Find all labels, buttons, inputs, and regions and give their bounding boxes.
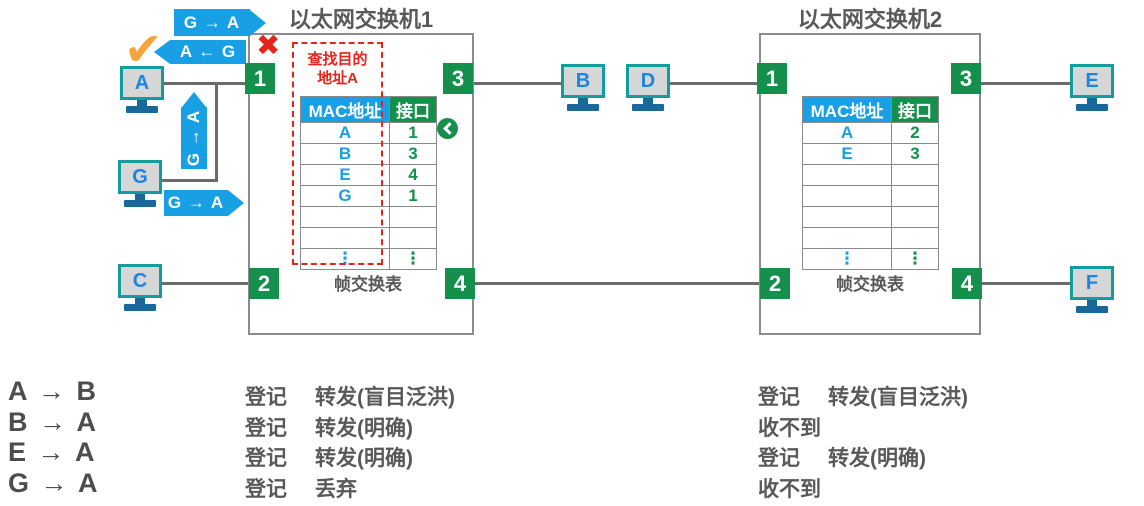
wire-host-d-to-switch2-port1: [668, 82, 760, 85]
monitor-icon: B: [561, 64, 605, 98]
scenario-flow: A → B: [8, 376, 98, 406]
switch2-port-4: 4: [952, 268, 982, 299]
scenario-switch2-result: 登记转发(盲目泛洪): [758, 386, 968, 409]
arrowhead-left-icon: [154, 40, 170, 64]
scenario-switch1-result: 登记转发(明确): [245, 417, 413, 440]
scenario-switch1-result: 登记转发(盲目泛洪): [245, 386, 455, 409]
frame-label-a-from-g: A ← G: [170, 40, 246, 64]
switch2-port-1: 1: [757, 63, 787, 94]
host-c: C: [118, 264, 162, 311]
host-b: B: [561, 64, 605, 111]
scenario-switch2-result: 收不到: [758, 478, 821, 501]
monitor-icon: D: [626, 64, 670, 98]
host-label: G: [132, 165, 148, 188]
lookup-destination-note: 查找目的 地址A: [307, 51, 368, 87]
table-header-row: MAC地址 接口: [802, 96, 939, 123]
x-icon: ✖: [256, 30, 281, 62]
table-row: [802, 164, 939, 186]
switch2-port-2: 2: [760, 268, 790, 299]
lookup-destination-box: 查找目的 地址A: [292, 42, 383, 265]
wire-host-g-vertical: [215, 82, 218, 182]
switch1-port-1: 1: [245, 63, 275, 94]
host-label: D: [640, 69, 656, 92]
frame-label-g-to-a-top: G → A: [174, 9, 250, 36]
interface-header: 接口: [891, 96, 939, 123]
frame-label-g-to-a-vertical: G → A: [181, 107, 207, 169]
mac-address-header: MAC地址: [300, 96, 390, 123]
host-a: A: [120, 66, 164, 113]
scenario-switch1-result: 登记丢弃: [245, 478, 357, 501]
host-d: D: [626, 64, 670, 111]
arrowhead-right-icon: [228, 190, 244, 216]
check-icon: ✔: [124, 23, 163, 75]
wire-host-g-horizontal: [158, 179, 218, 182]
host-label: F: [1085, 271, 1099, 294]
host-label: C: [132, 269, 148, 292]
chevron-left-icon: [437, 118, 458, 139]
switch2-table-caption: 帧交换表: [836, 275, 904, 294]
table-row: [802, 227, 939, 249]
table-header-row: MAC地址 接口: [300, 96, 437, 123]
frame-label-g-to-a-bottom: G → A: [164, 190, 228, 216]
switch2-port-3: 3: [951, 63, 981, 94]
switch1-port-4: 4: [445, 268, 475, 299]
host-label: B: [575, 69, 591, 92]
table-row: ⋮⋮: [802, 248, 939, 270]
wire-host-c-to-switch1-port2: [160, 282, 250, 285]
monitor-icon: E: [1070, 64, 1114, 98]
monitor-icon: A: [120, 66, 164, 100]
interface-header: 接口: [389, 96, 437, 123]
scenario-flow: B → A: [8, 407, 98, 437]
wire-switch2-port4-to-host-f: [982, 282, 1073, 285]
arrowhead-right-icon: [250, 10, 266, 36]
monitor-icon: C: [118, 264, 162, 298]
wire-switch2-port3-to-host-e: [980, 82, 1073, 85]
host-label: E: [1085, 69, 1099, 92]
host-e: E: [1070, 64, 1114, 111]
switch1-port-2: 2: [249, 268, 279, 299]
table-row: [802, 185, 939, 207]
wire-switch1-port3-to-host-b: [472, 82, 565, 85]
monitor-icon: F: [1070, 266, 1114, 300]
scenario-flow: E → A: [8, 437, 97, 467]
wire-switch1-port4-to-switch2-port2: [474, 282, 760, 285]
monitor-icon: G: [118, 160, 162, 194]
switch1-title: 以太网交换机1: [288, 7, 434, 32]
host-f: F: [1070, 266, 1114, 313]
mac-address-header: MAC地址: [802, 96, 892, 123]
arrowhead-up-icon: [182, 92, 206, 107]
host-g: G: [118, 160, 162, 207]
scenario-switch2-result: 登记转发(明确): [758, 447, 926, 470]
switch1-port-3: 3: [443, 63, 473, 94]
scenario-flow: G → A: [8, 468, 100, 498]
wire-host-a-to-switch1-port1: [160, 82, 248, 85]
table-row: [802, 206, 939, 228]
scenario-switch1-result: 登记转发(明确): [245, 447, 413, 470]
scenario-switch2-result: 收不到: [758, 417, 821, 440]
switch2-title: 以太网交换机2: [797, 7, 943, 32]
host-label: A: [134, 71, 150, 94]
switch1-table-caption: 帧交换表: [334, 275, 402, 294]
